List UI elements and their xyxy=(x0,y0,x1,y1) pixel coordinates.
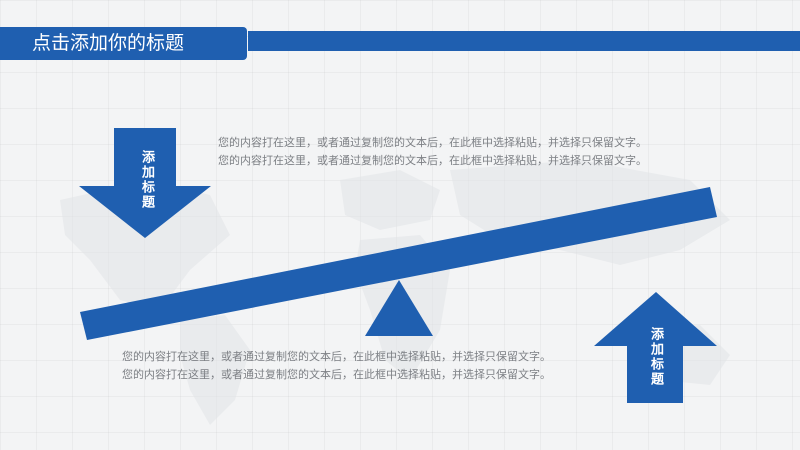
left-arrow-label[interactable]: 添加标题 xyxy=(139,150,154,210)
text-block-top[interactable]: 您的内容打在这里，或者通过复制您的文本后，在此框中选择粘贴，并选择只保留文字。 … xyxy=(218,134,647,170)
right-up-arrow xyxy=(594,292,717,403)
right-arrow-label[interactable]: 添加标题 xyxy=(648,327,663,387)
title-tab xyxy=(0,27,247,60)
text-block-bottom[interactable]: 您的内容打在这里，或者通过复制您的文本后，在此框中选择粘贴，并选择只保留文字。 … xyxy=(122,348,551,384)
slide-title[interactable]: 点击添加你的标题 xyxy=(32,32,185,54)
text-line: 您的内容打在这里，或者通过复制您的文本后，在此框中选择粘贴，并选择只保留文字。 xyxy=(122,350,551,363)
text-line: 您的内容打在这里，或者通过复制您的文本后，在此框中选择粘贴，并选择只保留文字。 xyxy=(122,368,551,381)
left-down-arrow xyxy=(79,128,211,238)
fulcrum-triangle xyxy=(365,280,433,336)
text-line: 您的内容打在这里，或者通过复制您的文本后，在此框中选择粘贴，并选择只保留文字。 xyxy=(218,136,647,149)
seesaw-beam xyxy=(80,187,717,340)
text-line: 您的内容打在这里，或者通过复制您的文本后，在此框中选择粘贴，并选择只保留文字。 xyxy=(218,154,647,167)
header-accent-bar xyxy=(248,31,800,51)
